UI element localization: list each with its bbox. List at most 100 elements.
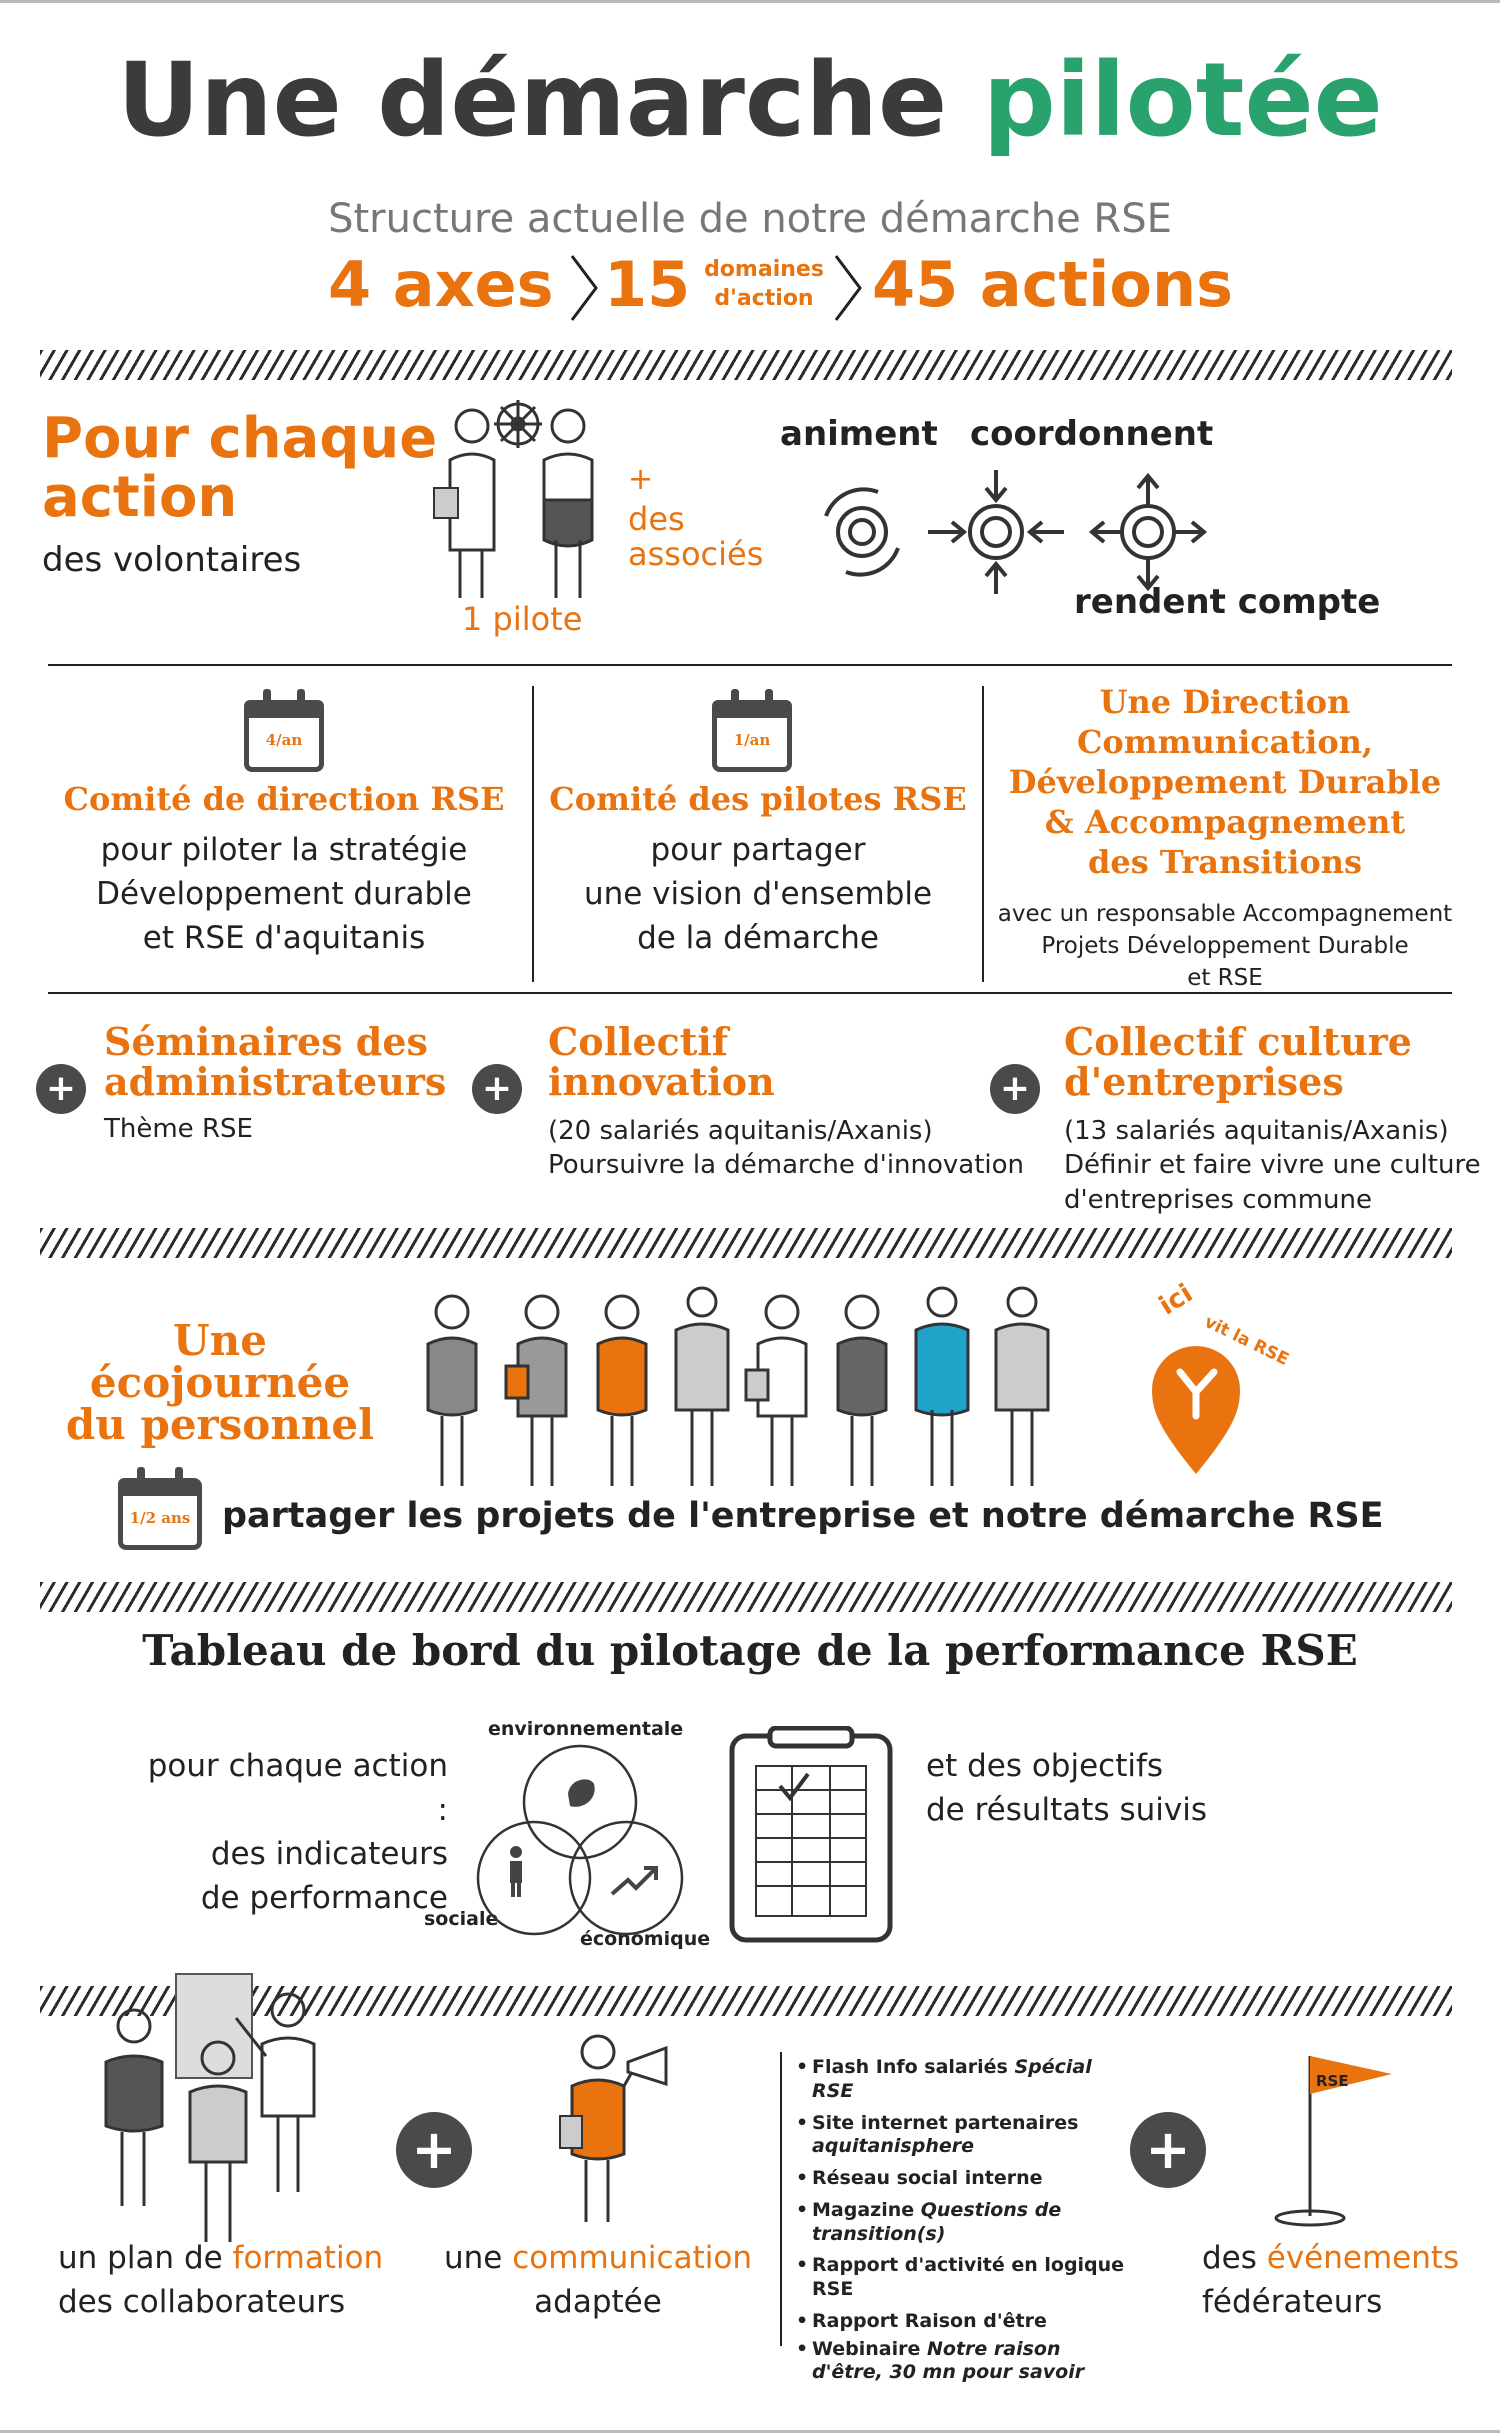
- golf-flag-icon: [1274, 2056, 1392, 2227]
- committee-line: et RSE d'aquitanis: [142, 920, 426, 957]
- list-item: Rapport d'activité en logique RSE: [796, 2254, 1126, 2302]
- column-divider: [982, 686, 984, 982]
- calendar-frequency: 1/an: [733, 731, 771, 749]
- title-part2: pilotée: [982, 41, 1383, 160]
- training-highlight: formation: [232, 2240, 384, 2276]
- committee-description: pour piloter la stratégie Développement …: [40, 828, 528, 960]
- committee-line: une vision d'ensemble: [583, 876, 933, 913]
- associates-label-2: associés: [628, 535, 764, 574]
- committee-line: pour partager: [650, 832, 866, 868]
- domains-label-2: d'action: [714, 285, 814, 311]
- collective-line: Poursuivre la démarche d'innovation: [548, 1150, 1025, 1181]
- direction-title: Une Direction Communication, Développeme…: [990, 682, 1460, 882]
- events-highlight: événements: [1266, 2240, 1460, 2276]
- direction-title-line: Développement Durable: [1008, 763, 1442, 801]
- dashboard-right-line: et des objectifs: [926, 1748, 1164, 1784]
- per-action-heading: Pour chaque action: [42, 406, 438, 530]
- collective-title: Collectif culture d'entreprises: [1064, 1022, 1412, 1102]
- venn-diagram: [476, 1744, 684, 1936]
- axes-count: 4 axes: [328, 248, 554, 321]
- collective-title-line: Séminaires des: [104, 1019, 428, 1064]
- list-item: Rapport Raison d'être: [796, 2310, 1126, 2334]
- direction-line: et RSE: [1187, 965, 1263, 992]
- hatch-divider: [40, 350, 1452, 380]
- events-line-2: fédérateurs: [1202, 2284, 1383, 2321]
- committee-line: pour piloter la stratégie: [100, 832, 468, 868]
- actions-count: 45 actions: [872, 248, 1233, 321]
- process-cycle-icons: [824, 470, 1208, 594]
- communication-channels-list: Flash Info salariés Spécial RSE Site int…: [796, 2056, 1126, 2385]
- collective-title-line: administrateurs: [104, 1058, 447, 1104]
- plus-icon: +: [990, 1064, 1040, 1114]
- growth-icon: [610, 1868, 656, 1896]
- bottom-border: [0, 2430, 1500, 2433]
- direction-line: Projets Développement Durable: [1041, 933, 1409, 960]
- collective-line: (20 salariés aquitanis/Axanis): [548, 1116, 933, 1146]
- collective-title-line: innovation: [548, 1058, 775, 1104]
- calendar-icon: 4/an: [244, 689, 324, 772]
- ecoday-title: Une écojournée du personnel: [60, 1320, 380, 1446]
- communication-label: une communication adaptée: [444, 2236, 752, 2324]
- chevron-right-icon: [570, 255, 598, 321]
- animate-label: animent: [780, 414, 938, 454]
- training-label: un plan de formation des collaborateurs: [58, 2236, 383, 2324]
- list-item: Magazine Questions de transition(s): [796, 2199, 1126, 2247]
- collective-title: Séminaires des administrateurs: [104, 1022, 446, 1102]
- collective-line: d'entreprises commune: [1064, 1184, 1373, 1215]
- direction-description: avec un responsable Accompagnement Proje…: [990, 898, 1460, 995]
- communication-illustration: [559, 2034, 668, 2222]
- hatch-divider: [40, 1228, 1452, 1258]
- ici-rse-badge: [1152, 1346, 1240, 1474]
- training-illustration: [104, 1973, 316, 2242]
- pilot-label: 1 pilote: [462, 600, 583, 638]
- list-item: Flash Info salariés Spécial RSE: [796, 2056, 1126, 2104]
- list-item: Webinaire Notre raison d'être, 30 mn pou…: [796, 2338, 1126, 2386]
- leaf-icon: [568, 1779, 595, 1807]
- communication-highlight: communication: [512, 2240, 752, 2276]
- env-label: environnementale: [488, 1718, 684, 1740]
- committee-title: Comité de direction RSE: [63, 780, 505, 818]
- list-item: Réseau social interne: [796, 2167, 1126, 2191]
- ecoday-text: partager les projets de l'entreprise et …: [222, 1496, 1384, 1536]
- committee-description: pour partager une vision d'ensemble de l…: [536, 828, 980, 960]
- training-text: un plan de: [58, 2240, 233, 2276]
- dashboard-left-line: pour chaque action :: [147, 1748, 448, 1829]
- plus-icon: +: [396, 2112, 472, 2188]
- plus-icon: +: [36, 1064, 86, 1114]
- dashboard-left-line: des indicateurs: [210, 1836, 448, 1873]
- ecoday-title-line: Une: [173, 1316, 267, 1365]
- section-divider: [48, 664, 1452, 666]
- volunteers-label: des volontaires: [42, 540, 302, 580]
- communication-text: une: [444, 2240, 513, 2276]
- dashboard-left-text: pour chaque action : des indicateurs de …: [136, 1744, 448, 1920]
- clipboard-icon: [729, 1726, 893, 1943]
- direction-title-line: des Transitions: [1088, 843, 1362, 881]
- top-border: [0, 0, 1500, 3]
- direction-title-line: Communication,: [1076, 723, 1374, 761]
- collective-description: (13 salariés aquitanis/Axanis) Définir e…: [1064, 1114, 1481, 1217]
- list-divider: [780, 2052, 782, 2346]
- staff-group-illustration: [426, 1286, 1050, 1486]
- committee-title: Comité des pilotes RSE: [549, 780, 967, 818]
- ecoday-title-line: écojournée: [89, 1358, 351, 1407]
- calendar-icon: 1/2 ans: [118, 1467, 202, 1550]
- domains-label-1: domaines: [704, 257, 824, 282]
- associates-label-1: des: [628, 500, 685, 538]
- coordinate-label: coordonnent: [970, 414, 1214, 454]
- per-action-heading-2: action: [42, 464, 238, 530]
- collective-title-line: d'entreprises: [1064, 1058, 1344, 1104]
- pilot-figures-illustration: [433, 400, 594, 598]
- title-part1: Une démarche: [117, 41, 948, 160]
- collective-title-line: Collectif: [548, 1019, 729, 1064]
- direction-title-line: & Accompagnement: [1044, 803, 1406, 841]
- person-icon: [510, 1846, 522, 1897]
- calendar-frequency: 1/2 ans: [129, 1509, 191, 1527]
- events-label: des événements fédérateurs: [1202, 2236, 1459, 2324]
- associates-label: des associés: [628, 500, 764, 574]
- per-action-heading-1: Pour chaque: [42, 406, 438, 471]
- events-text: des: [1202, 2240, 1267, 2276]
- collective-line: Définir et faire vivre une culture: [1064, 1150, 1481, 1181]
- flag-label: RSE: [1316, 2072, 1349, 2090]
- domains-label: domaines d'action: [700, 256, 828, 313]
- direction-line: avec un responsable Accompagnement: [997, 901, 1453, 927]
